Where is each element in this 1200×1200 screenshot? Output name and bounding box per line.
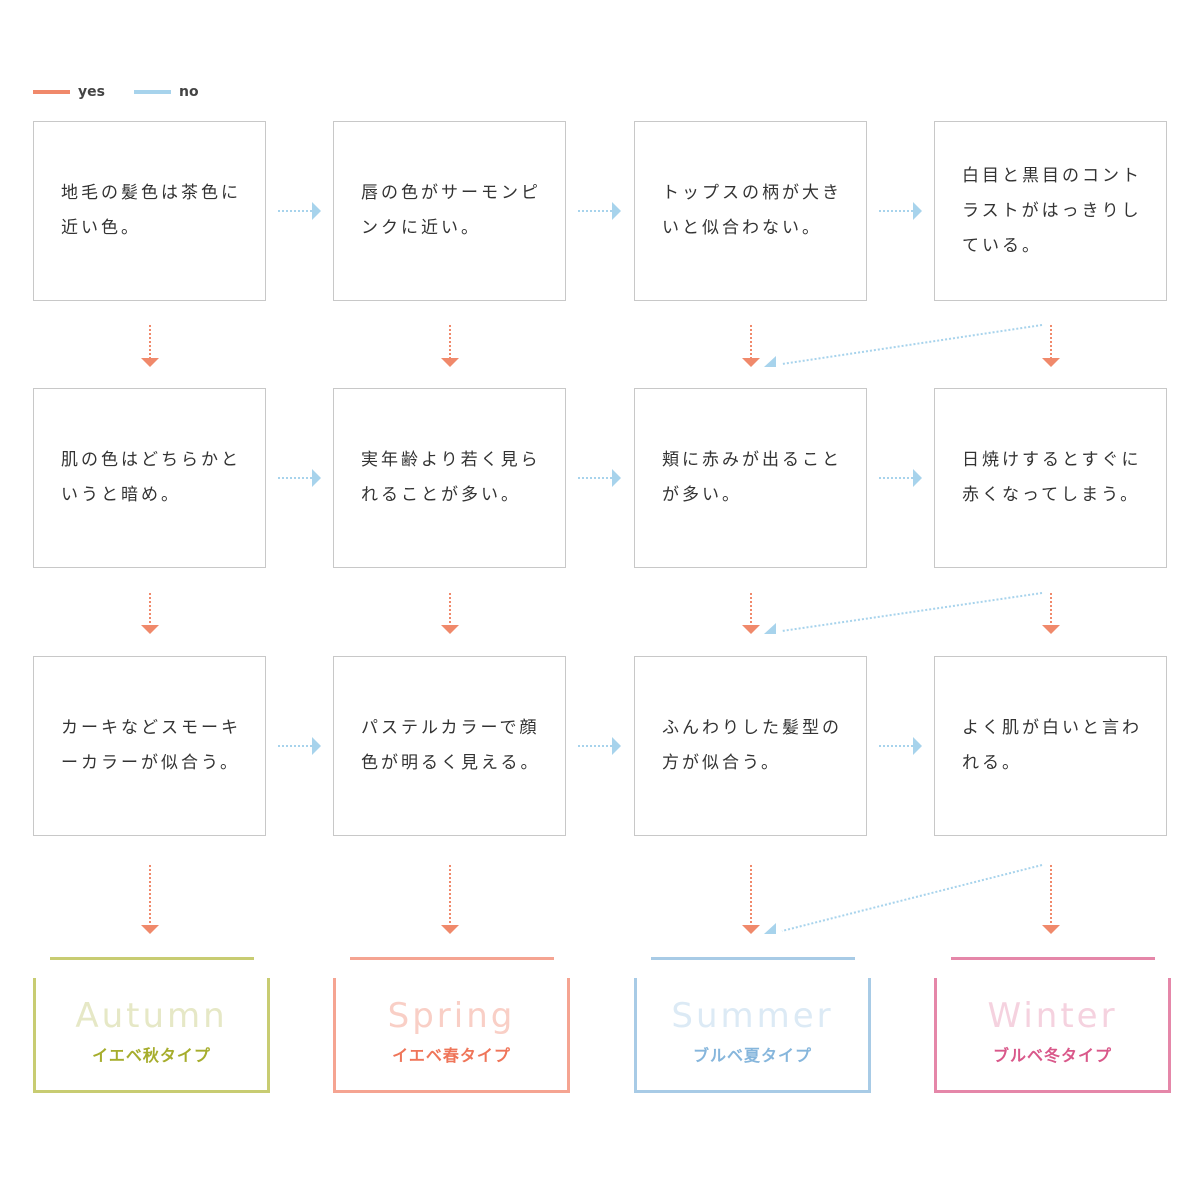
question-text: 頬に赤みが出ることが多い。	[662, 450, 842, 505]
yes-arrow-head	[1042, 925, 1060, 934]
question-box: カーキなどスモーキーカラーが似合う。	[33, 656, 266, 836]
legend-no-label: no	[179, 84, 199, 100]
no-arrow-head	[913, 469, 922, 487]
question-box: 白目と黒目のコントラストがはっきりしている。	[934, 121, 1167, 301]
no-diagonal-head	[764, 923, 776, 934]
no-diagonal-line	[781, 592, 1043, 632]
legend-yes: yes	[33, 84, 105, 100]
no-arrow-head	[612, 202, 621, 220]
no-swatch	[134, 90, 171, 94]
result-top-bar	[651, 957, 855, 960]
no-arrow-head	[913, 737, 922, 755]
yes-arrow-head	[441, 625, 459, 634]
question-text: ふんわりした髪型の方が似合う。	[662, 718, 842, 773]
result-top-bar	[951, 957, 1155, 960]
yes-arrow-head	[441, 358, 459, 367]
yes-arrow-head	[742, 625, 760, 634]
no-diagonal-head	[764, 356, 776, 367]
result-subtitle: ブルベ冬タイプ	[992, 1046, 1112, 1065]
question-text: トップスの柄が大きいと似合わない。	[662, 183, 842, 238]
question-text: 唇の色がサーモンピンクに近い。	[361, 183, 541, 238]
result-spring: Spring イエベ春タイプ	[333, 957, 570, 1093]
no-arrow-head	[612, 737, 621, 755]
no-diagonal-line	[781, 324, 1043, 365]
result-top-bar	[50, 957, 254, 960]
question-box: 肌の色はどちらかというと暗め。	[33, 388, 266, 568]
yes-swatch	[33, 90, 70, 94]
question-text: 地毛の髪色は茶色に近い色。	[61, 183, 241, 238]
legend-yes-label: yes	[78, 84, 105, 100]
question-box: 実年齢より若く見られることが多い。	[333, 388, 566, 568]
result-top-bar	[350, 957, 554, 960]
legend-no: no	[134, 84, 199, 100]
question-box: 地毛の髪色は茶色に近い色。	[33, 121, 266, 301]
question-text: 白目と黒目のコントラストがはっきりしている。	[962, 165, 1142, 256]
no-arrow-head	[312, 469, 321, 487]
question-text: カーキなどスモーキーカラーが似合う。	[61, 718, 241, 773]
question-box: 頬に赤みが出ることが多い。	[634, 388, 867, 568]
result-subtitle: イエベ秋タイプ	[92, 1046, 211, 1065]
result-subtitle: ブルベ夏タイプ	[692, 1046, 812, 1065]
yes-arrow-head	[141, 358, 159, 367]
yes-arrow-head	[141, 925, 159, 934]
no-arrow-head	[612, 469, 621, 487]
result-summer: Summer ブルベ夏タイプ	[634, 957, 871, 1093]
question-text: 実年齢より若く見られることが多い。	[361, 450, 541, 505]
yes-arrow-head	[1042, 625, 1060, 634]
no-arrow-head	[913, 202, 922, 220]
result-title: Winter	[987, 996, 1118, 1036]
question-text: 肌の色はどちらかというと暗め。	[61, 450, 241, 505]
no-arrow-head	[312, 202, 321, 220]
question-text: よく肌が白いと言われる。	[962, 718, 1142, 773]
question-text: パステルカラーで顔色が明るく見える。	[361, 718, 541, 773]
yes-arrow-head	[1042, 358, 1060, 367]
question-box: よく肌が白いと言われる。	[934, 656, 1167, 836]
result-title: Autumn	[75, 996, 228, 1036]
yes-arrow-head	[742, 358, 760, 367]
question-box: 日焼けするとすぐに赤くなってしまう。	[934, 388, 1167, 568]
no-diagonal-line	[781, 864, 1043, 932]
yes-arrow-head	[441, 925, 459, 934]
question-box: トップスの柄が大きいと似合わない。	[634, 121, 867, 301]
question-box: 唇の色がサーモンピンクに近い。	[333, 121, 566, 301]
yes-arrow-head	[141, 625, 159, 634]
result-title: Summer	[671, 996, 834, 1036]
yes-arrow-head	[742, 925, 760, 934]
result-subtitle: イエベ春タイプ	[392, 1046, 511, 1065]
no-arrow-head	[312, 737, 321, 755]
question-box: ふんわりした髪型の方が似合う。	[634, 656, 867, 836]
result-autumn: Autumn イエベ秋タイプ	[33, 957, 270, 1093]
no-diagonal-head	[764, 623, 776, 634]
result-title: Spring	[387, 996, 516, 1036]
question-text: 日焼けするとすぐに赤くなってしまう。	[962, 450, 1142, 505]
result-winter: Winter ブルベ冬タイプ	[934, 957, 1171, 1093]
question-box: パステルカラーで顔色が明るく見える。	[333, 656, 566, 836]
